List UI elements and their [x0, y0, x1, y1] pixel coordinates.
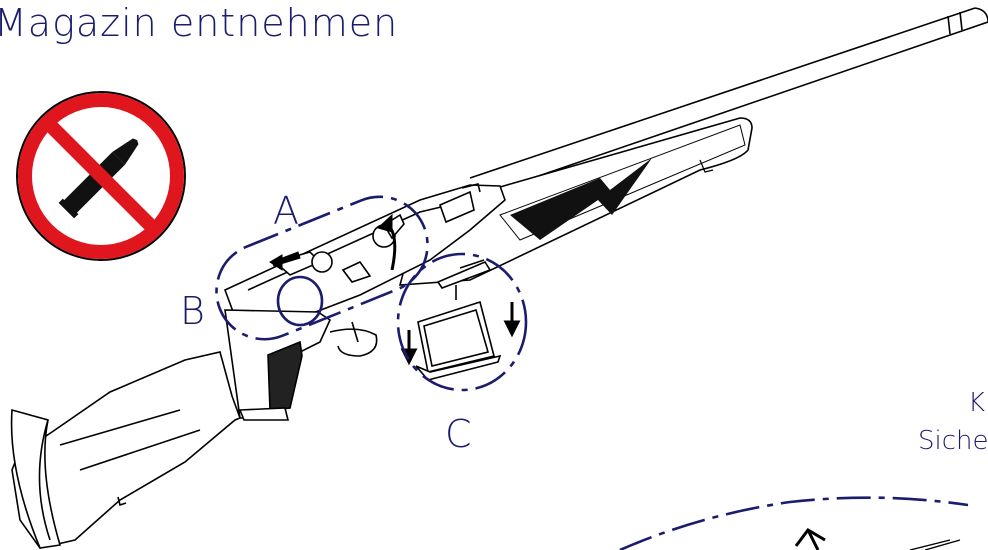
label-b: B — [180, 289, 205, 333]
rifle-action — [223, 183, 506, 326]
rifle-forestock — [398, 117, 753, 286]
label-c: C — [445, 412, 472, 456]
highlight-a — [215, 195, 429, 341]
inset-arrow — [794, 528, 961, 550]
page-title: Magazin entnehmen — [0, 1, 399, 45]
note-line-2: Siche — [918, 426, 988, 456]
note-line-1: K — [968, 388, 986, 418]
no-ammunition-icon — [16, 91, 186, 261]
highlight-c — [396, 252, 528, 392]
rifle-magazine — [415, 259, 502, 381]
zoom-circle — [619, 496, 969, 550]
rifle-stock — [10, 309, 378, 549]
rifle-barrel — [469, 7, 988, 197]
highlight-b — [276, 275, 324, 327]
bolt-arrows — [269, 213, 397, 271]
label-a: A — [273, 189, 299, 233]
highlight-marks — [215, 195, 969, 550]
